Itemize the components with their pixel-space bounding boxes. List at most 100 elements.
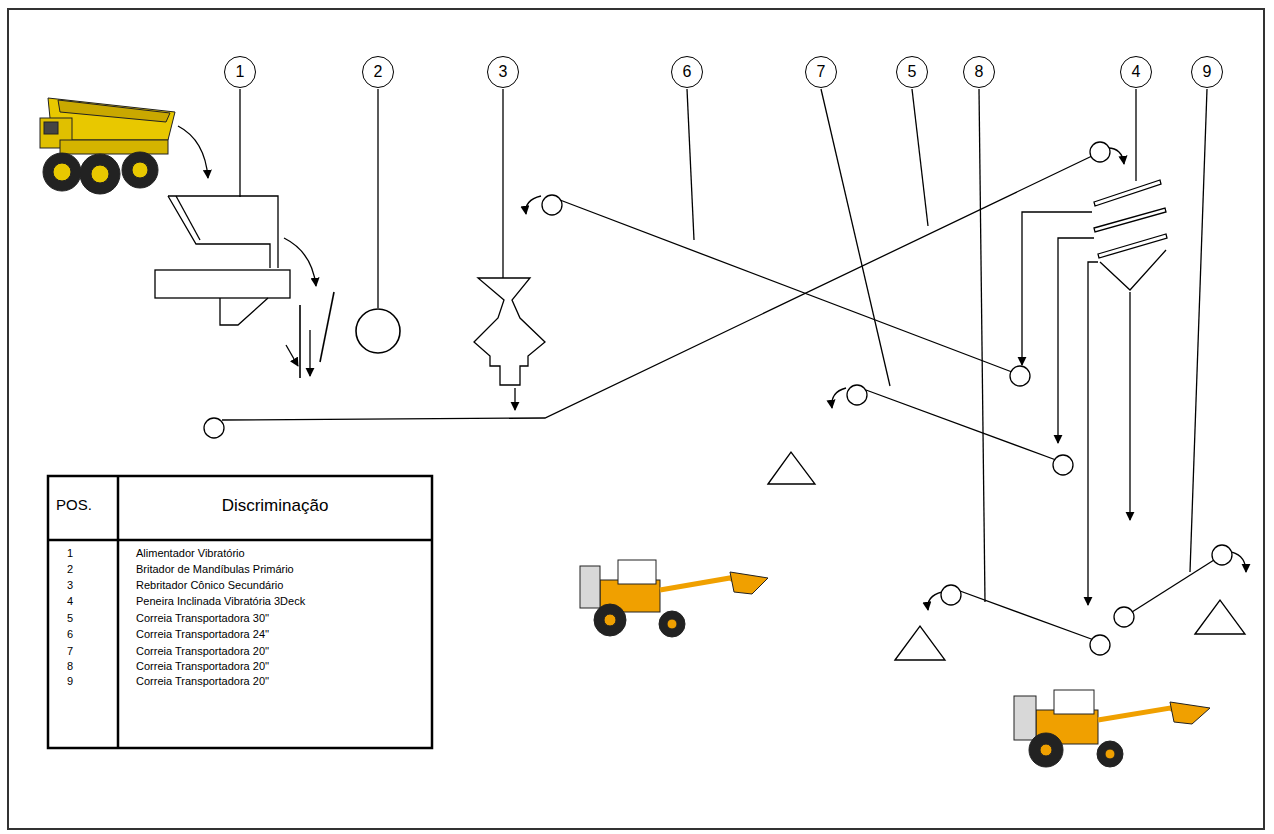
cone-crusher	[474, 278, 545, 385]
table-description: Peneira Inclinada Vibratória 3Deck	[136, 595, 305, 607]
conveyor-belt	[1090, 635, 1110, 655]
callout-circle: 6	[671, 56, 703, 88]
conveyor-belt	[960, 591, 1094, 640]
legend-table	[48, 476, 432, 748]
callout-circle: 8	[963, 56, 995, 88]
conveyor-belt	[1053, 455, 1073, 475]
flow-arrow	[1232, 552, 1246, 572]
flow-arrow	[526, 196, 541, 214]
callout-number: 2	[374, 64, 383, 80]
stockpile	[768, 452, 1245, 660]
conveyor-belt	[1090, 142, 1110, 162]
backhoe-loader	[1014, 696, 1036, 740]
callout-number: 8	[975, 64, 984, 80]
backhoe-loader	[1054, 690, 1094, 714]
table-description: Correia Transportadora 30''	[136, 612, 269, 624]
stockpile	[895, 626, 945, 660]
table-position: 8	[67, 660, 73, 672]
leader-line	[1135, 89, 1136, 181]
table-position: 7	[67, 645, 73, 657]
flow-arrow	[284, 238, 316, 286]
table-position: 1	[67, 547, 73, 559]
callout-circle: 5	[896, 56, 928, 88]
leader-line	[912, 89, 928, 226]
jaw-crusher	[356, 309, 400, 353]
haul-truck	[43, 153, 81, 191]
haul-truck	[80, 154, 120, 194]
table-description: Correia Transportadora 20''	[136, 660, 269, 672]
flow-arrow	[1022, 212, 1092, 365]
flow-arrow	[286, 345, 298, 366]
callout-circle: 1	[224, 56, 256, 88]
haul-truck	[91, 165, 109, 183]
leader-line	[377, 89, 378, 308]
legend-table	[48, 539, 432, 542]
callout-number: 6	[683, 64, 692, 80]
conveyor-belt	[560, 200, 1012, 372]
flow-arrow	[178, 126, 208, 178]
table-description: Correia Transportadora 20''	[136, 645, 269, 657]
stockpile	[1195, 600, 1245, 634]
conveyor-belt	[847, 385, 867, 405]
conveyor-belt	[222, 156, 1092, 420]
leader-line	[502, 89, 503, 278]
callout-number: 9	[1203, 64, 1212, 80]
backhoe-loader	[604, 614, 616, 626]
vibrating-feeder	[168, 196, 278, 268]
conveyor-belt	[204, 418, 224, 438]
vibrating-feeder	[168, 196, 270, 268]
conveyor-belt	[1132, 560, 1214, 612]
callout-circle: 2	[362, 56, 394, 88]
conveyor-belt	[1010, 366, 1030, 386]
vibrating-screen	[1094, 208, 1166, 232]
callout-number: 5	[908, 64, 917, 80]
haul-truck	[44, 122, 58, 134]
backhoe-loader	[618, 560, 656, 584]
table-position: 6	[67, 628, 73, 640]
legend-table	[117, 476, 120, 748]
backhoe-loader	[1029, 733, 1063, 767]
haul-truck	[132, 162, 148, 178]
leader-line	[1190, 89, 1207, 572]
table-header: POS.	[56, 497, 92, 514]
haul-truck	[60, 140, 168, 154]
conveyor-belt	[1114, 607, 1134, 627]
conveyor-belt	[941, 585, 961, 605]
stockpile	[768, 452, 815, 484]
backhoe-loader	[659, 611, 685, 637]
flow-arrow	[928, 592, 942, 610]
leader-line	[687, 89, 694, 240]
flow-arrow	[1129, 292, 1130, 520]
backhoe-loader	[1097, 741, 1123, 767]
haul-truck	[58, 100, 170, 122]
conveyor-belt	[1212, 545, 1232, 565]
table-header: Discriminação	[222, 497, 329, 516]
leader-line	[821, 89, 890, 386]
table-position: 4	[67, 595, 73, 607]
table-description: Correia Transportadora 20''	[136, 675, 269, 687]
table-position: 9	[67, 675, 73, 687]
callout-number: 3	[499, 64, 508, 80]
frame	[8, 9, 1264, 829]
vibrating-screen	[1100, 250, 1166, 290]
vibrating-screen	[1094, 180, 1167, 290]
vibrating-screen	[1098, 234, 1167, 258]
callout-circle: 7	[805, 56, 837, 88]
vibrating-feeder	[155, 196, 290, 325]
conveyor-belt	[542, 195, 562, 215]
callout-number: 4	[1132, 64, 1141, 80]
callout-number: 7	[817, 64, 826, 80]
leader-line	[239, 89, 240, 197]
callout-number: 1	[236, 64, 245, 80]
backhoe-loader	[1014, 690, 1210, 767]
backhoe-loader	[1040, 744, 1052, 756]
flow-arrow	[1088, 262, 1098, 605]
vibrating-feeder	[155, 270, 290, 298]
legend-table	[48, 476, 432, 748]
conveyor-belt	[866, 390, 1056, 460]
flow-arrow	[309, 330, 310, 376]
backhoe-loader	[667, 619, 677, 629]
vibrating-feeder	[220, 298, 268, 325]
